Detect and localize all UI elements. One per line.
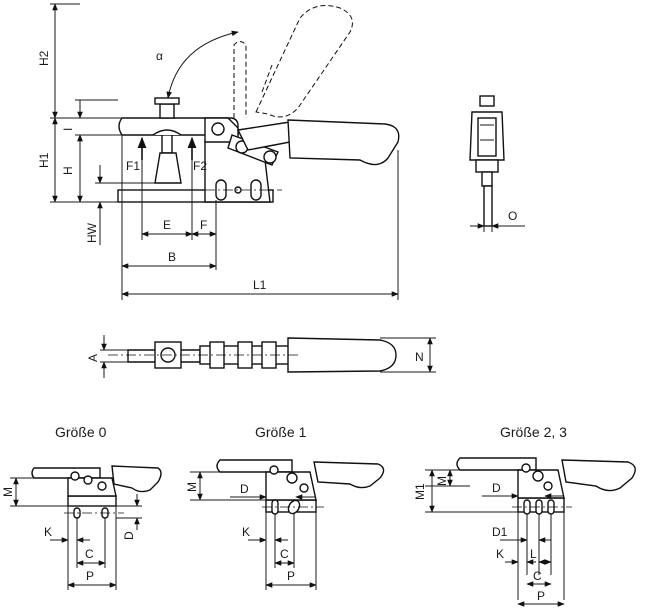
front-link [475,159,499,173]
front-stem [481,171,493,187]
size-1-view: Größe 1 M D K C P [185,424,385,590]
spindle-dome [152,129,182,136]
top-handle [287,337,397,373]
s1-handle [313,461,385,489]
s1-label-p: P [287,569,295,583]
front-base-plate [483,185,493,227]
spindle-stem [161,134,173,154]
spindle-nut [159,103,175,119]
size-1-title: Größe 1 [255,424,307,440]
s2-label-m1: M1 [413,483,427,500]
s2-label-p: P [537,589,545,603]
open-position-phantom [233,5,353,118]
s0-label-p: P [86,569,94,583]
label-n: N [415,350,424,364]
s0-label-d: D [122,531,136,540]
s2-label-c: C [533,569,542,583]
label-f1: F1 [126,159,140,173]
spindle-pressure-foot [154,152,182,184]
label-hw: HW [85,222,99,243]
label-alpha: α [156,49,163,63]
s1-label-m: M [185,482,199,492]
s1-label-d: D [240,482,249,496]
handle-lever [236,121,291,151]
s0-base [67,495,117,507]
s1-label-k: K [242,525,250,539]
s2-label-d1: D1 [492,525,508,539]
spindle-washer [154,97,180,105]
s0-handle [111,465,162,493]
front-view: O [469,95,525,232]
s2-label-m: M [435,476,449,486]
size-0-title: Größe 0 [55,424,107,440]
label-f2: F2 [193,159,207,173]
s0-label-k: K [44,525,52,539]
main-side-view: α F1 F2 H2 H1 I H HW E F [37,3,400,300]
size-0-view: Größe 0 M D K C P [1,424,162,590]
label-h1: H1 [37,152,51,168]
s0-label-m: M [1,487,15,497]
s2-label-d: D [492,481,501,495]
s1-arm [216,459,293,473]
top-view: A N [86,335,436,378]
s1-body [265,471,317,501]
size-2-3-title: Größe 2, 3 [500,424,567,440]
s1-label-c: C [280,547,289,561]
front-arm [477,117,497,157]
s0-label-c: C [85,547,94,561]
link-pin-2 [263,150,277,164]
label-i: I [61,128,75,131]
alpha-arc [166,30,239,99]
s2-label-l: L [530,547,537,561]
s2-label-k: K [496,547,504,561]
front-nut [479,95,495,107]
label-h: H [61,166,75,175]
s2-body [517,469,565,499]
handle-grip [287,119,400,166]
label-a: A [86,354,100,362]
size-2-3-view: Größe 2, 3 M1 M D D1 K L C [413,424,636,607]
label-b: B [168,250,176,264]
label-e: E [163,218,171,232]
s2-handle [561,459,636,492]
pivot-pin [211,122,225,136]
label-h2: H2 [37,50,51,66]
label-f: F [200,218,207,232]
label-o: O [508,209,517,223]
label-l1: L1 [253,278,267,292]
